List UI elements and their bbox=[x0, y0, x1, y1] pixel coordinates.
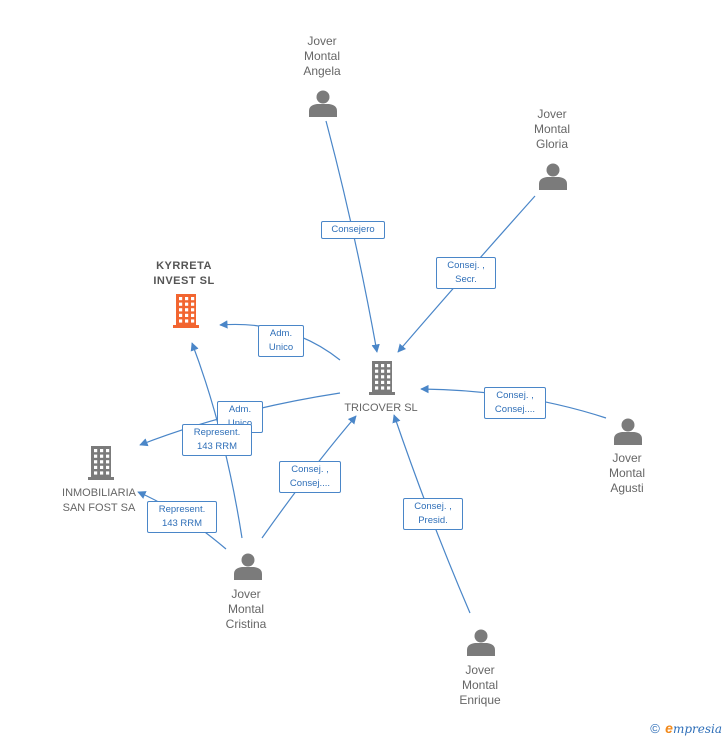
edge-label-tricover-to-kyrreta[interactable]: Adm. Unico bbox=[258, 325, 304, 357]
edge-label-enrique-to-tricover[interactable]: Consej. , Presid. bbox=[403, 498, 463, 530]
footer-brand[interactable]: © empresia bbox=[650, 720, 722, 736]
building-icon-kyrreta[interactable] bbox=[173, 294, 199, 328]
person-icon-cristina[interactable] bbox=[234, 553, 262, 581]
brand-name: mpresia bbox=[672, 722, 722, 736]
node-label-angela[interactable]: Jover Montal Angela bbox=[303, 34, 341, 78]
edge-label-agusti-to-tricover[interactable]: Consej. , Consej.... bbox=[484, 387, 546, 419]
building-icon-inmobiliaria[interactable] bbox=[88, 446, 114, 480]
brand-initial: e bbox=[665, 720, 673, 736]
node-label-inmobiliaria[interactable]: INMOBILIARIA SAN FOST SA bbox=[62, 487, 136, 514]
node-label-tricover[interactable]: TRICOVER SL bbox=[344, 402, 418, 414]
node-label-kyrreta[interactable]: KYRRETA INVEST SL bbox=[153, 260, 215, 287]
person-icon-agusti[interactable] bbox=[614, 418, 642, 446]
edge-label-angela-to-tricover[interactable]: Consejero bbox=[321, 221, 385, 239]
copyright-symbol: © bbox=[650, 721, 660, 736]
edge-label-cristina-to-inmobiliaria[interactable]: Represent. 143 RRM bbox=[147, 501, 217, 533]
icons-layer bbox=[88, 90, 642, 657]
person-icon-enrique[interactable] bbox=[467, 629, 495, 657]
node-label-agusti[interactable]: Jover Montal Agusti bbox=[608, 451, 646, 495]
node-label-gloria[interactable]: Jover Montal Gloria bbox=[533, 107, 571, 151]
building-icon-tricover[interactable] bbox=[369, 361, 395, 395]
edge-label-cristina-to-kyrreta[interactable]: Represent. 143 RRM bbox=[182, 424, 252, 456]
node-label-cristina[interactable]: Jover Montal Cristina bbox=[225, 587, 267, 631]
node-label-enrique[interactable]: Jover Montal Enrique bbox=[459, 663, 501, 707]
edge-label-gloria-to-tricover[interactable]: Consej. , Secr. bbox=[436, 257, 496, 289]
edge-label-cristina-to-tricover[interactable]: Consej. , Consej.... bbox=[279, 461, 341, 493]
person-icon-gloria[interactable] bbox=[539, 163, 567, 191]
person-icon-angela[interactable] bbox=[309, 90, 337, 118]
